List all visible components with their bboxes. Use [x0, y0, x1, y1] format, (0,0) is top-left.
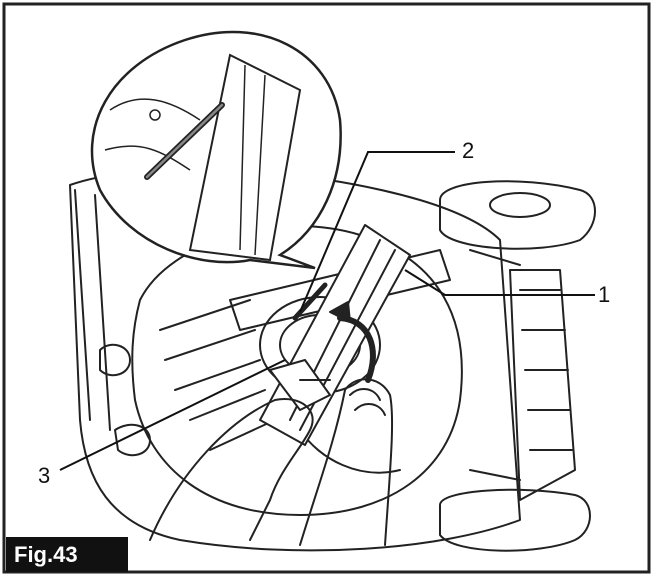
wrench	[269, 359, 331, 411]
callout-3: 3	[38, 463, 51, 488]
detail-magnifier	[90, 30, 342, 270]
leader-line-2	[299, 151, 455, 313]
leader-line-3	[59, 359, 286, 471]
front-wheel	[439, 488, 591, 552]
right-hand	[299, 378, 394, 546]
main-pin	[292, 282, 328, 321]
side-frame	[509, 269, 576, 501]
figure-label: Fig.43	[6, 537, 128, 572]
rear-wheel	[439, 180, 596, 250]
callout-2: 2	[462, 138, 475, 163]
leader-line-1	[404, 269, 595, 296]
left-hand	[149, 398, 314, 541]
callout-1: 1	[598, 282, 611, 307]
